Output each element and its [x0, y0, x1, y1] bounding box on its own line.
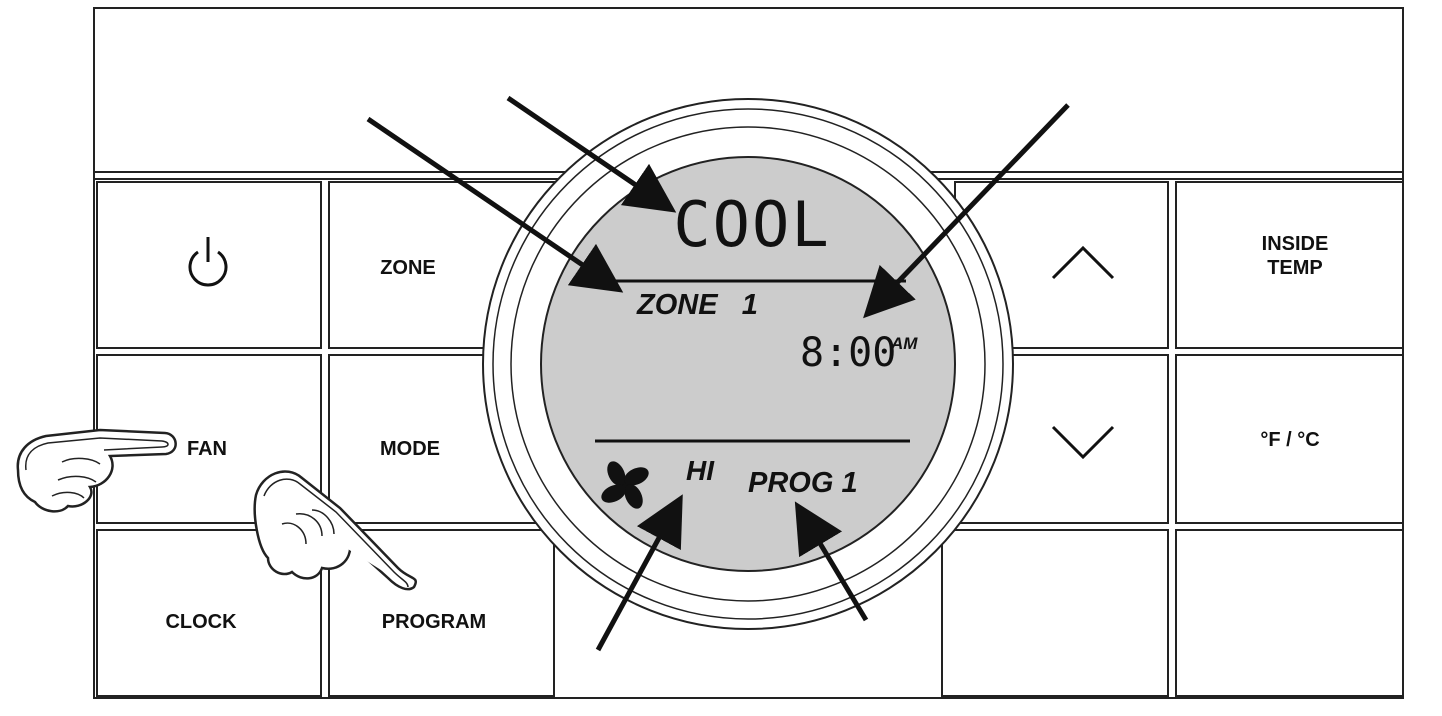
clock-button-label: CLOCK: [165, 611, 237, 633]
chevron-up-icon: [1051, 245, 1115, 280]
chevron-down-icon: [1051, 425, 1115, 460]
lcd-zone-text: ZONE 1: [636, 289, 758, 321]
zone-button-label: ZONE: [380, 257, 436, 279]
pointing-hand-icon: [253, 470, 417, 591]
lcd-mode-text: COOL: [673, 188, 830, 261]
fan-button-label: FAN: [187, 438, 227, 460]
lcd-time-text: 8:00: [800, 330, 896, 376]
arrow-to-mode: [506, 95, 677, 213]
lcd-fan-speed-text: HI: [686, 455, 715, 486]
program-button-label: PROGRAM: [382, 611, 486, 633]
pointing-hand-icon: [16, 428, 177, 513]
blank-button-right[interactable]: [1175, 529, 1404, 697]
units-button[interactable]: °F / °C: [1175, 354, 1404, 524]
lcd-display: COOL ZONE 1 8:00 AM HI PROG 1: [540, 156, 956, 572]
blank-button-left[interactable]: [941, 529, 1169, 697]
power-button[interactable]: [96, 181, 322, 349]
callout-arrows: [366, 95, 1070, 652]
arrow-to-zone: [366, 116, 624, 293]
power-icon: [188, 237, 228, 287]
units-button-label: °F / °C: [1260, 429, 1319, 451]
lcd-program-text: PROG 1: [748, 467, 858, 499]
lcd-time-suffix: AM: [890, 334, 918, 353]
arrow-to-fan-speed: [595, 494, 683, 652]
inside-temp-button[interactable]: INSIDE TEMP: [1175, 181, 1404, 349]
mode-button-label: MODE: [380, 438, 440, 460]
inside-temp-label-line1: INSIDE: [1262, 233, 1329, 255]
inside-temp-label-line2: TEMP: [1267, 257, 1323, 279]
arrow-to-time: [863, 103, 1070, 319]
arrow-to-program: [794, 501, 869, 622]
